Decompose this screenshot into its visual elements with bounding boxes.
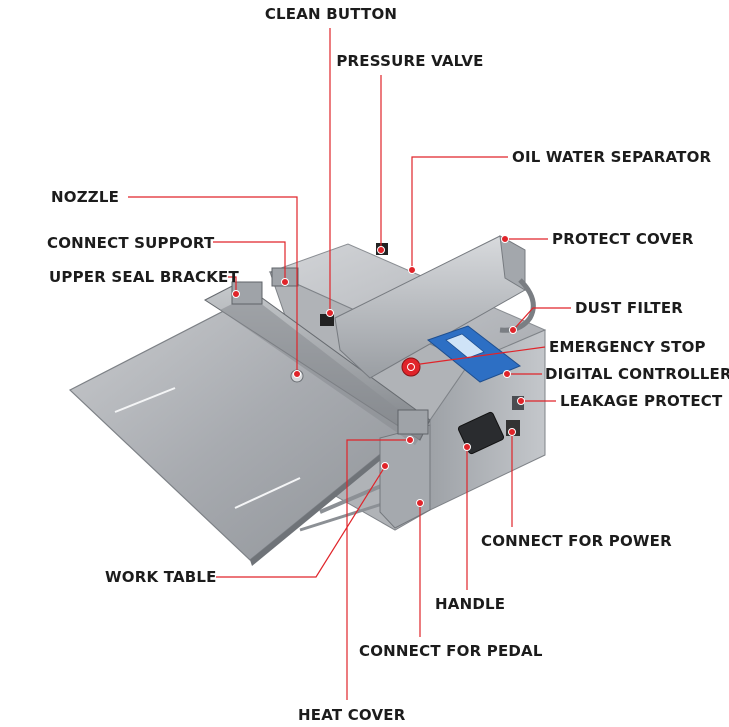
label-nozzle: NOZZLE bbox=[51, 188, 119, 206]
work-table-mark bbox=[234, 477, 301, 509]
dot-leakage-protect bbox=[517, 397, 525, 405]
upper-seal-bracket-block bbox=[231, 281, 263, 305]
leader-heat-cover bbox=[346, 439, 410, 700]
dot-connect-for-power bbox=[508, 428, 516, 436]
seal-bracket-right bbox=[397, 409, 429, 435]
label-connect-for-power: CONNECT FOR POWER bbox=[481, 532, 672, 550]
dot-dust-filter bbox=[509, 326, 517, 334]
label-clean-button: CLEAN BUTTON bbox=[265, 5, 397, 23]
leader-work-table bbox=[216, 467, 385, 578]
leader-nozzle bbox=[128, 196, 298, 372]
label-connect-support: CONNECT SUPPORT bbox=[47, 234, 215, 252]
dot-emergency-stop bbox=[407, 363, 415, 371]
callout-labels: CLEAN BUTTON PRESSURE VALVE OIL WATER SE… bbox=[47, 5, 729, 724]
label-pressure-valve: PRESSURE VALVE bbox=[336, 52, 483, 70]
label-leakage-protect: LEAKAGE PROTECT bbox=[560, 392, 723, 410]
leader-lines bbox=[128, 28, 571, 700]
leader-upper-seal-bracket bbox=[228, 276, 237, 293]
label-oil-water-separator: OIL WATER SEPARATOR bbox=[512, 148, 712, 166]
work-table-edge bbox=[250, 430, 410, 566]
label-dust-filter: DUST FILTER bbox=[575, 299, 683, 317]
clean-button-knob bbox=[320, 314, 334, 326]
dot-pressure-valve bbox=[377, 246, 385, 254]
dot-digital-controller bbox=[503, 370, 511, 378]
handle-grip bbox=[457, 411, 505, 455]
dot-upper-seal-bracket bbox=[232, 290, 240, 298]
label-emergency-stop: EMERGENCY STOP bbox=[549, 338, 706, 356]
leader-emergency-stop bbox=[412, 346, 546, 366]
dot-nozzle bbox=[293, 370, 301, 378]
dot-connect-for-pedal bbox=[416, 499, 424, 507]
leader-connect-support bbox=[213, 241, 286, 280]
dot-markers bbox=[232, 235, 525, 507]
label-digital-controller: DIGITAL CONTROLLER bbox=[545, 365, 729, 383]
dot-clean-button bbox=[326, 309, 334, 317]
dot-oil-water-separator bbox=[408, 266, 416, 274]
dot-protect-cover bbox=[501, 235, 509, 243]
label-handle: HANDLE bbox=[435, 595, 505, 613]
protect-cover-end bbox=[499, 235, 526, 291]
label-protect-cover: PROTECT COVER bbox=[552, 230, 694, 248]
label-upper-seal-bracket: UPPER SEAL BRACKET bbox=[49, 268, 239, 286]
dot-handle bbox=[463, 443, 471, 451]
digital-controller-display bbox=[445, 333, 485, 359]
dot-heat-cover bbox=[406, 436, 414, 444]
lower-seal-bar bbox=[220, 295, 425, 445]
dot-connect-support bbox=[281, 278, 289, 286]
leader-oil-water-separator bbox=[411, 156, 508, 270]
label-connect-for-pedal: CONNECT FOR PEDAL bbox=[359, 642, 543, 660]
work-table-mark bbox=[114, 387, 176, 413]
dot-work-table bbox=[381, 462, 389, 470]
leader-dust-filter bbox=[514, 307, 571, 329]
label-work-table: WORK TABLE bbox=[105, 568, 217, 586]
label-heat-cover: HEAT COVER bbox=[298, 706, 406, 724]
